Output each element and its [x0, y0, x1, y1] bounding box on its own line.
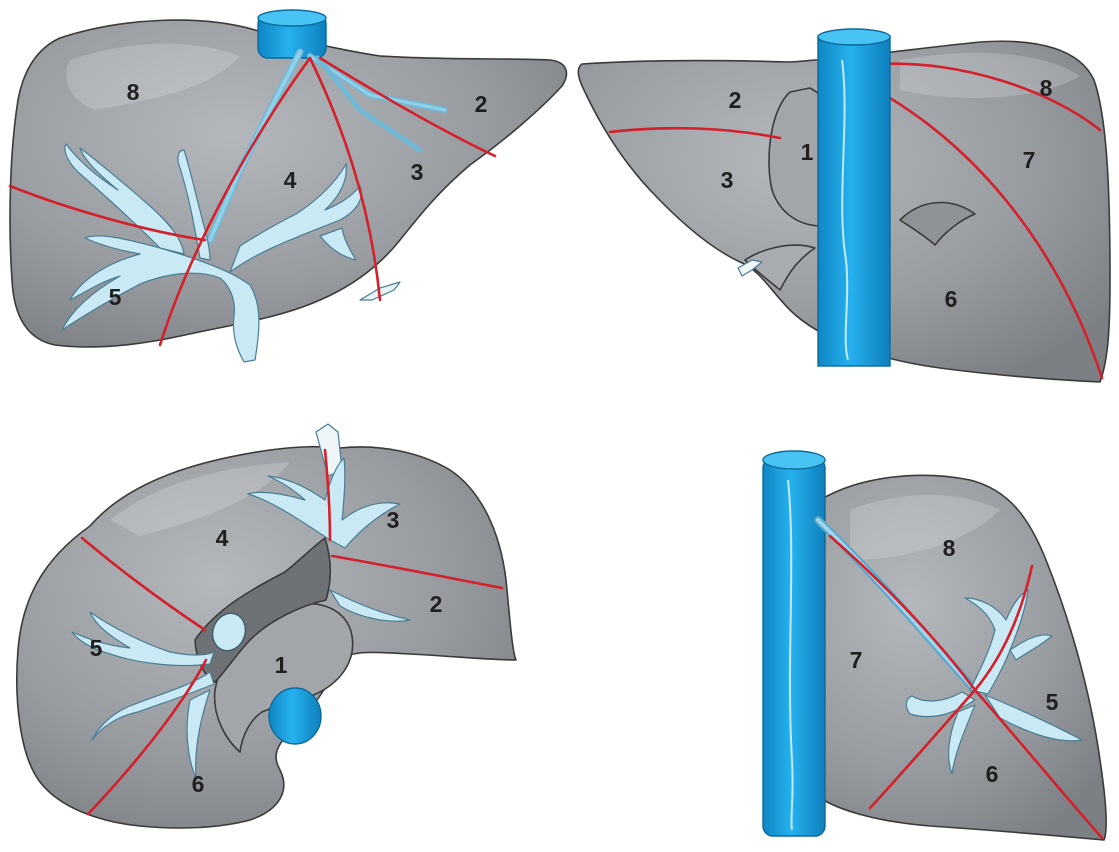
- inferior-ivc-section: [269, 688, 321, 744]
- anterior-label-4: 4: [284, 167, 297, 193]
- inferior-label-2: 2: [430, 591, 443, 617]
- inferior-label-4: 4: [216, 525, 229, 551]
- anterior-ivc: [258, 10, 326, 58]
- anterior-label-2: 2: [475, 91, 488, 117]
- posterior-label-6: 6: [945, 286, 958, 312]
- right-lateral-ivc: [763, 451, 825, 836]
- anterior-label-8: 8: [127, 79, 140, 105]
- posterior-label-1: 1: [801, 139, 814, 165]
- right-lateral-label-5: 5: [1046, 689, 1059, 715]
- right-lateral-label-6: 6: [986, 761, 999, 787]
- anterior-view: 8 4 2 3 5: [10, 10, 566, 362]
- posterior-label-7: 7: [1023, 147, 1036, 173]
- right-lateral-label-7: 7: [850, 647, 863, 673]
- inferior-label-5: 5: [90, 635, 103, 661]
- posterior-ivc: [818, 29, 890, 366]
- posterior-label-3: 3: [721, 167, 734, 193]
- inferior-label-6: 6: [192, 771, 205, 797]
- inferior-label-1: 1: [275, 652, 288, 678]
- posterior-label-8: 8: [1040, 75, 1053, 101]
- posterior-label-2: 2: [729, 87, 742, 113]
- posterior-view: 2 1 3 8 7 6: [578, 29, 1110, 382]
- right-lateral-view: 8 7 5 6: [763, 451, 1106, 840]
- inferior-view: 4 3 2 5 1 6: [17, 424, 516, 828]
- inferior-label-3: 3: [387, 507, 400, 533]
- anterior-label-5: 5: [109, 284, 122, 310]
- anterior-label-3: 3: [411, 159, 424, 185]
- right-lateral-label-8: 8: [943, 535, 956, 561]
